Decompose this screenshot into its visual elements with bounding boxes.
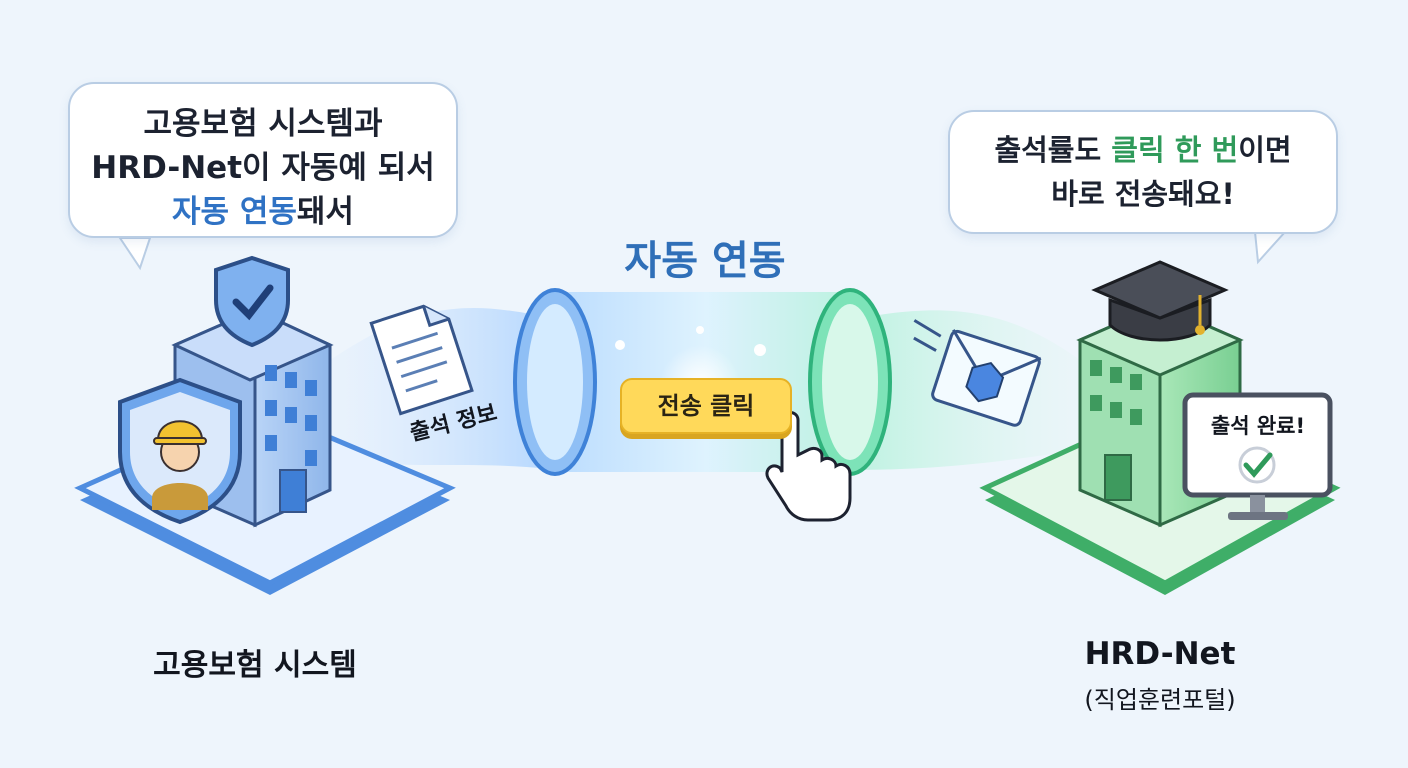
send-click-button[interactable]: 전송 클릭 bbox=[620, 378, 792, 434]
monitor-icon bbox=[1182, 392, 1333, 520]
right-speech-bubble: 출석률도 클릭 한 번이면 바로 전송돼요! bbox=[948, 110, 1338, 234]
document-icon bbox=[369, 304, 474, 416]
graduation-cap-icon bbox=[1091, 260, 1229, 342]
worker-shield-icon bbox=[118, 377, 242, 525]
left-bubble-line2: HRD-Net이 자동예 되서 bbox=[91, 150, 435, 186]
right-system-label: HRD-Net bbox=[1084, 636, 1236, 672]
left-speech-bubble: 고용보험 시스템과 HRD-Net이 자동예 되서 자동 연동돼서 bbox=[68, 82, 458, 238]
hand-pointer-icon bbox=[765, 411, 852, 522]
right-bubble-line1-a: 출석률도 bbox=[994, 133, 1112, 167]
left-bubble-line1: 고용보험 시스템과 bbox=[143, 106, 383, 142]
right-bubble-line1-b: 이면 bbox=[1238, 133, 1292, 167]
right-bubble-line1: 출석률도 클릭 한 번이면 bbox=[950, 128, 1336, 172]
right-bubble-highlight: 클릭 한 번 bbox=[1111, 133, 1239, 167]
left-bubble-highlight: 자동 연동 bbox=[172, 194, 297, 230]
center-title: 자동 연동 bbox=[624, 238, 786, 284]
left-system-label: 고용보험 시스템 bbox=[153, 648, 357, 683]
shield-check-icon bbox=[214, 255, 290, 348]
right-bubble-line2: 바로 전송돼요! bbox=[1051, 177, 1235, 211]
right-system-sublabel: (직업훈련포털) bbox=[1084, 686, 1236, 714]
left-bubble-line3: 자동 연동돼서 bbox=[70, 190, 456, 234]
envelope-cube-icon bbox=[913, 319, 1042, 427]
monitor-attendance-complete: 출석 완료! bbox=[1210, 414, 1306, 438]
left-bubble-line3-rest: 돼서 bbox=[296, 194, 354, 230]
